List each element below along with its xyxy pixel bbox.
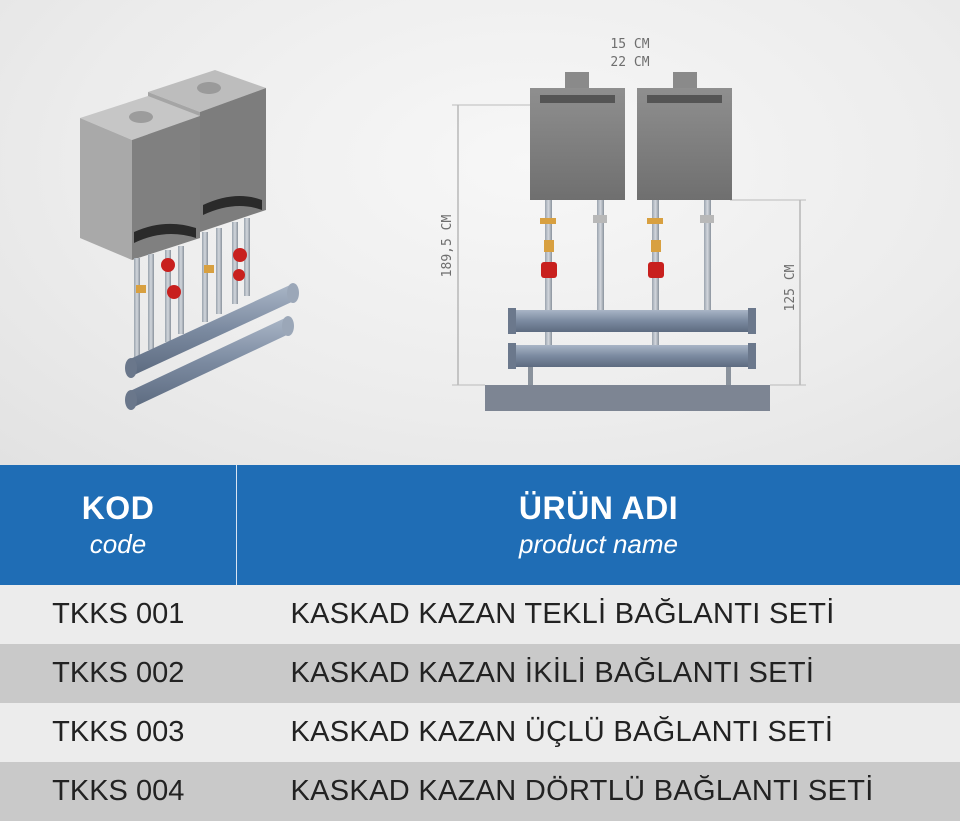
product-name: KASKAD KAZAN ÜÇLÜ BAĞLANTI SETİ bbox=[236, 703, 960, 762]
dimension-width-15: 15 CM bbox=[610, 37, 649, 52]
pipes-3d bbox=[134, 218, 250, 358]
red-valve-icon bbox=[233, 269, 245, 281]
table-row: TKKS 002 KASKAD KAZAN İKİLİ BAĞLANTI SET… bbox=[0, 644, 960, 703]
red-valve-icon bbox=[648, 262, 664, 278]
product-code: TKKS 003 bbox=[0, 703, 237, 762]
product-code: TKKS 001 bbox=[0, 585, 237, 644]
dimension-height-total: 189,5 CM bbox=[440, 215, 455, 278]
isometric-view bbox=[80, 70, 299, 410]
floor-base bbox=[485, 385, 770, 411]
collector-pipes-front bbox=[508, 308, 756, 385]
header-code-title: KOD bbox=[81, 490, 155, 526]
red-valve-icon bbox=[161, 258, 175, 272]
header-code-subtitle: code bbox=[89, 529, 147, 559]
collector-pipes-3d bbox=[125, 283, 299, 410]
pipes-front bbox=[540, 200, 714, 360]
product-code: TKKS 002 bbox=[0, 644, 237, 703]
dimension-width-22: 22 CM bbox=[610, 55, 649, 70]
red-valve-icon bbox=[167, 285, 181, 299]
header-product-name: ÜRÜN ADI product name bbox=[236, 465, 960, 585]
product-name: KASKAD KAZAN İKİLİ BAĞLANTI SETİ bbox=[236, 644, 960, 703]
product-table: KOD code ÜRÜN ADI product name TKKS 001 … bbox=[0, 465, 960, 821]
product-code: TKKS 004 bbox=[0, 762, 237, 821]
front-elevation-view: 15 CM 22 CM 189,5 CM 125 CM bbox=[440, 37, 806, 411]
boiler-front-right bbox=[637, 72, 732, 200]
header-name-title: ÜRÜN ADI bbox=[518, 490, 679, 526]
dimension-height-collector: 125 CM bbox=[783, 264, 798, 311]
table-row: TKKS 001 KASKAD KAZAN TEKLİ BAĞLANTI SET… bbox=[0, 585, 960, 644]
red-valve-icon bbox=[233, 248, 247, 262]
boiler-cascade-illustration: 15 CM 22 CM 189,5 CM 125 CM bbox=[80, 37, 806, 411]
product-name: KASKAD KAZAN TEKLİ BAĞLANTI SETİ bbox=[236, 585, 960, 644]
header-code: KOD code bbox=[0, 465, 237, 585]
table-header-row: KOD code ÜRÜN ADI product name bbox=[0, 465, 960, 585]
boiler-front-left bbox=[530, 72, 625, 200]
product-name: KASKAD KAZAN DÖRTLÜ BAĞLANTI SETİ bbox=[236, 762, 960, 821]
header-name-subtitle: product name bbox=[519, 529, 678, 559]
red-valve-icon bbox=[541, 262, 557, 278]
boiler-3d-front bbox=[80, 96, 200, 260]
table-row: TKKS 004 KASKAD KAZAN DÖRTLÜ BAĞLANTI SE… bbox=[0, 762, 960, 821]
product-illustration: 15 CM 22 CM 189,5 CM 125 CM bbox=[0, 0, 960, 465]
table-row: TKKS 003 KASKAD KAZAN ÜÇLÜ BAĞLANTI SETİ bbox=[0, 703, 960, 762]
